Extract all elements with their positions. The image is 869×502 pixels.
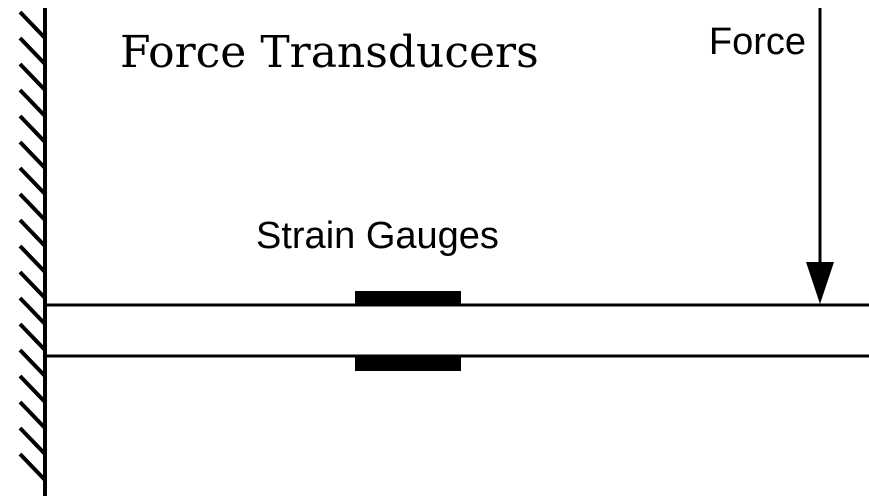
wall-hatch-line — [18, 296, 47, 326]
wall-hatch-line — [18, 426, 47, 456]
wall-hatch-line — [18, 140, 47, 170]
bottom-strain-gauge — [355, 357, 461, 371]
cantilever-beam — [45, 303, 869, 358]
wall-hatch-line — [18, 452, 47, 482]
wall-hatch-line — [18, 166, 47, 196]
diagram-title: Force Transducers — [120, 27, 539, 78]
fixed-support-wall — [18, 8, 47, 496]
wall-hatch-line — [18, 374, 47, 404]
wall-hatch-line — [18, 270, 47, 300]
strain-gauges-label: Strain Gauges — [256, 215, 499, 257]
wall-hatch-line — [18, 88, 47, 118]
wall-hatch-line — [18, 114, 47, 144]
force-label: Force — [709, 21, 806, 63]
wall-hatch-line — [18, 244, 47, 274]
top-strain-gauge — [355, 291, 461, 305]
force-arrow-head — [806, 262, 834, 304]
wall-hatch-line — [18, 348, 47, 378]
wall-hatch-line — [18, 192, 47, 222]
wall-hatch-line — [18, 36, 47, 66]
downward-force-arrow — [806, 8, 834, 304]
wall-hatch-line — [18, 62, 47, 92]
wall-hatch-line — [18, 322, 47, 352]
wall-hatch-line — [18, 218, 47, 248]
wall-hatch-line — [18, 10, 47, 40]
wall-hatch-line — [18, 400, 47, 430]
wall-hatching — [18, 10, 47, 482]
